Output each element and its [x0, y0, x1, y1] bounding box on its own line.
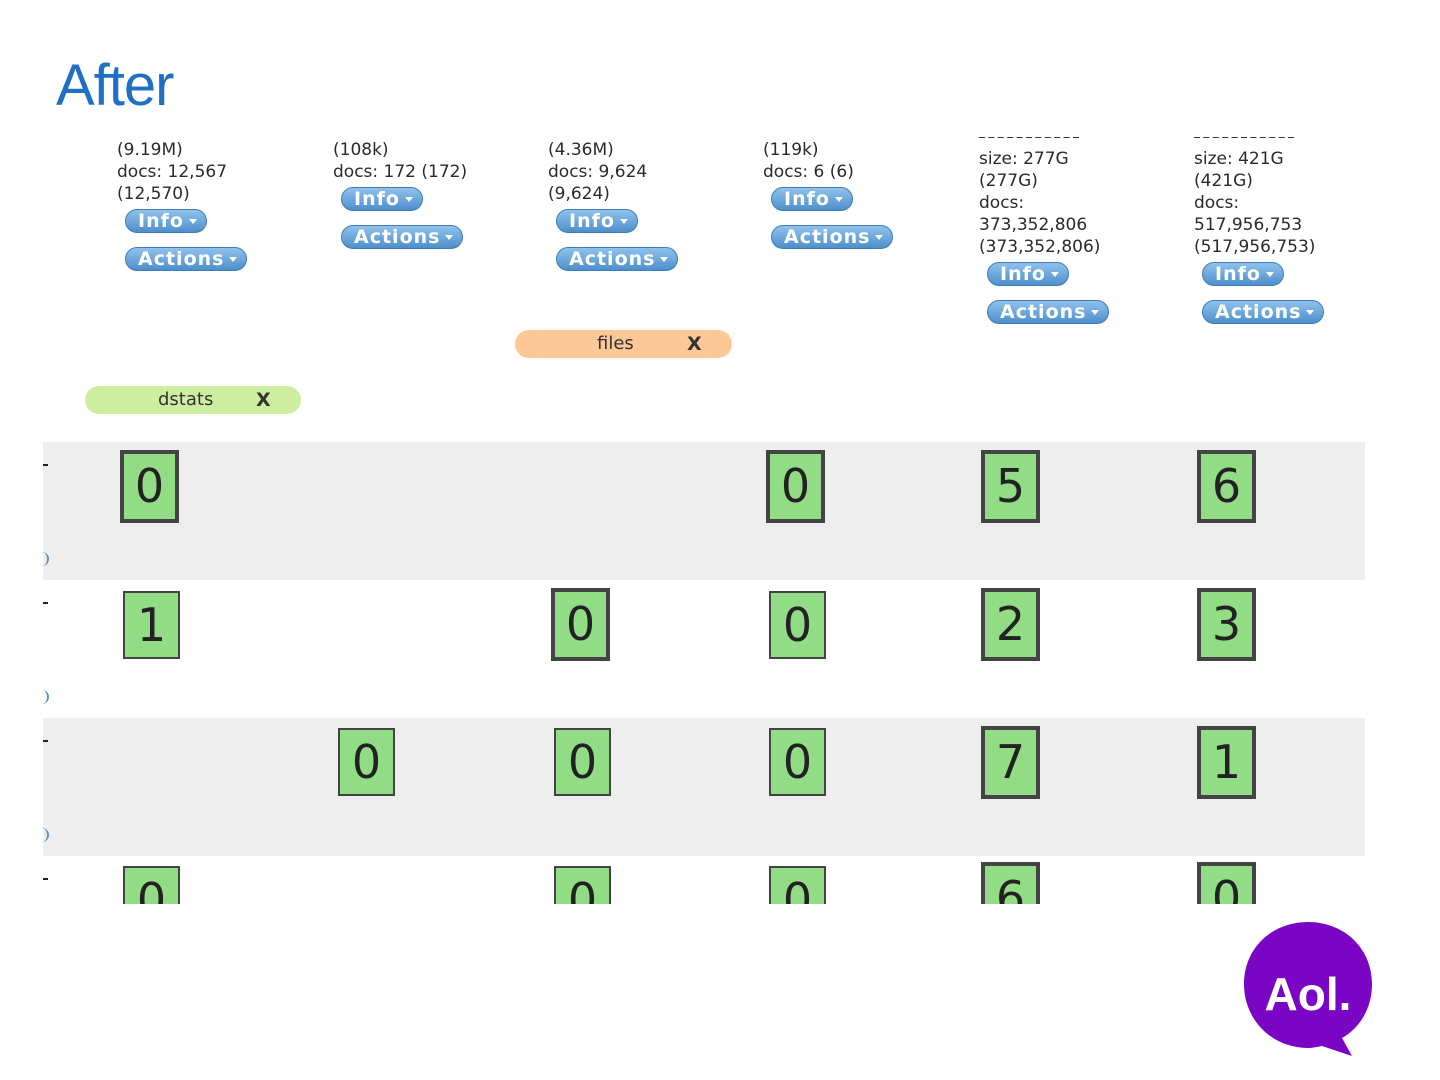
node-row [43, 856, 1365, 904]
shard-stat-line: docs: [1194, 193, 1240, 213]
shard-box-replica[interactable]: 1 [123, 591, 180, 659]
shard-column-header: (119k) docs: 6 (6) Info Actions [763, 139, 894, 249]
shard-allocation-grid: 0 0 5 6 1 0 0 2 3 0 0 0 7 1 0 0 0 6 0 [0, 442, 1440, 904]
shard-box-replica[interactable]: 0 [769, 728, 826, 796]
index-filter-label: dstats [158, 389, 214, 410]
node-row [43, 718, 1365, 856]
remove-filter-button[interactable]: X [687, 333, 702, 355]
info-button[interactable]: Info [125, 209, 207, 233]
shard-stat-line: docs: 6 (6) [763, 162, 854, 182]
shard-box-primary[interactable]: 0 [1197, 862, 1256, 904]
caret-down-icon [188, 219, 197, 224]
actions-button[interactable]: Actions [1202, 300, 1325, 324]
caret-down-icon [1050, 272, 1059, 277]
shard-stat-line: (119k) [763, 140, 819, 160]
index-filter-label: files [597, 333, 634, 354]
caret-down-icon [445, 235, 454, 240]
shard-stat-line: (108k) [333, 140, 389, 160]
info-button[interactable]: Info [556, 209, 638, 233]
caret-down-icon [875, 235, 884, 240]
shard-stat-line: size: 277G [979, 149, 1069, 169]
shard-box-replica[interactable]: 0 [123, 866, 180, 904]
shard-stat-line: docs: 172 (172) [333, 162, 468, 182]
caret-down-icon [660, 257, 669, 262]
node-info-icon[interactable] [42, 552, 49, 566]
aol-logo: Aol. [1244, 922, 1372, 1056]
remove-filter-button[interactable]: X [256, 389, 271, 411]
actions-button[interactable]: Actions [341, 225, 464, 249]
shard-box-primary[interactable]: 6 [1197, 450, 1256, 523]
shard-stat-line: (9.19M) [117, 140, 183, 160]
shard-stat-line: (277G) [979, 171, 1038, 191]
shard-box-primary[interactable]: 2 [981, 588, 1040, 661]
shard-stat-line: size: 421G [1194, 149, 1284, 169]
shard-box-replica[interactable]: 0 [554, 728, 611, 796]
node-label-fragment [43, 602, 48, 604]
shard-box-primary[interactable]: 1 [1197, 726, 1256, 799]
caret-down-icon [619, 219, 628, 224]
shard-stat-line: (9,624) [548, 184, 610, 204]
shard-box-replica[interactable]: 0 [769, 591, 826, 659]
node-info-icon[interactable] [42, 690, 49, 704]
shard-box-primary[interactable]: 6 [981, 862, 1040, 904]
node-label-fragment [43, 740, 48, 742]
node-row [43, 580, 1365, 718]
shard-stat-line: 373,352,806 [979, 215, 1088, 235]
slide-title: After [56, 53, 174, 118]
shard-box-primary[interactable]: 0 [551, 588, 610, 661]
node-label-fragment [43, 878, 48, 880]
shard-box-primary[interactable]: 5 [981, 450, 1040, 523]
actions-button[interactable]: Actions [771, 225, 894, 249]
aol-logo-text: Aol. [1265, 968, 1352, 1020]
shard-box-replica[interactable]: 0 [554, 866, 611, 904]
node-label-fragment [43, 464, 48, 466]
caret-down-icon [229, 257, 238, 262]
info-button[interactable]: Info [1202, 262, 1284, 286]
shard-stat-line: docs: [979, 193, 1025, 213]
shard-box-replica[interactable]: 0 [338, 728, 395, 796]
actions-button[interactable]: Actions [125, 247, 248, 271]
actions-button[interactable]: Actions [987, 300, 1110, 324]
shard-stat-line: docs: 9,624 [548, 162, 648, 182]
shard-box-primary[interactable]: 0 [766, 450, 825, 523]
info-button[interactable]: Info [987, 262, 1069, 286]
shard-box-primary[interactable]: 0 [120, 450, 179, 523]
shard-column-header: (108k) docs: 172 (172) Info Actions [333, 139, 467, 249]
info-button[interactable]: Info [771, 187, 853, 211]
caret-down-icon [1265, 272, 1274, 277]
shard-box-replica[interactable]: 0 [769, 866, 826, 904]
shard-column-header: size: 277G (277G) docs: 373,352,806 (373… [979, 137, 1110, 324]
shard-stat-line: (373,352,806) [979, 237, 1101, 257]
index-filter-tag-files: files X [515, 330, 732, 358]
node-row [43, 442, 1365, 580]
shard-stat-line: 517,956,753 [1194, 215, 1303, 235]
shard-stat-line: (421G) [1194, 171, 1253, 191]
caret-down-icon [1306, 310, 1315, 315]
node-info-icon[interactable] [42, 828, 49, 842]
shard-column-header: size: 421G (421G) docs: 517,956,753 (517… [1194, 137, 1325, 324]
shard-column-header: (9.19M) docs: 12,567 (12,570) Info Actio… [117, 139, 248, 271]
index-filter-tag-dstats: dstats X [85, 386, 301, 414]
actions-button[interactable]: Actions [556, 247, 679, 271]
shard-stat-line: (12,570) [117, 184, 190, 204]
caret-down-icon [404, 197, 413, 202]
shard-box-primary[interactable]: 3 [1197, 588, 1256, 661]
caret-down-icon [834, 197, 843, 202]
shard-header-area: (9.19M) docs: 12,567 (12,570) Info Actio… [0, 137, 1440, 437]
shard-box-primary[interactable]: 7 [981, 726, 1040, 799]
shard-column-header: (4.36M) docs: 9,624 (9,624) Info Actions [548, 139, 679, 271]
shard-stat-line: docs: 12,567 [117, 162, 228, 182]
shard-stat-line: (4.36M) [548, 140, 614, 160]
info-button[interactable]: Info [341, 187, 423, 211]
shard-stat-line: (517,956,753) [1194, 237, 1316, 257]
clipped-shard-name [1194, 137, 1294, 142]
caret-down-icon [1091, 310, 1100, 315]
clipped-shard-name [979, 137, 1079, 142]
